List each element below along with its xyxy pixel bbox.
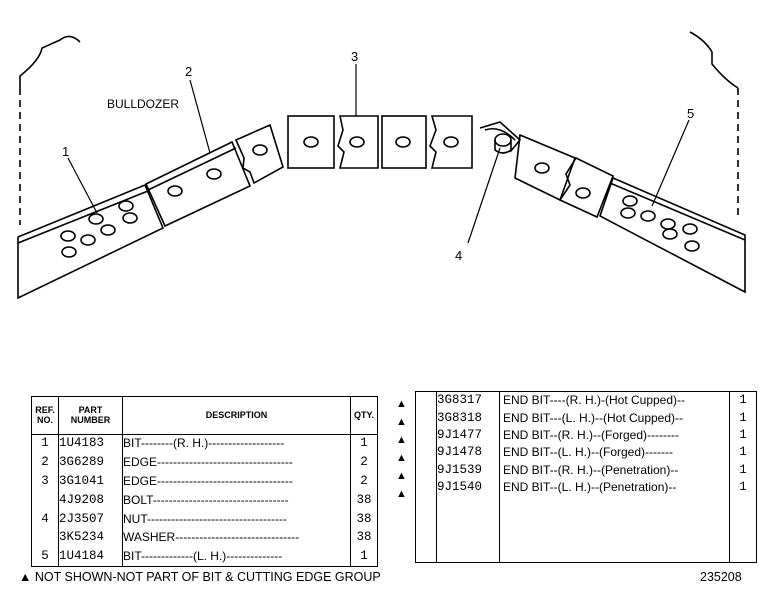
blade-outline-right	[689, 31, 739, 89]
not-shown-marker-icon: ▲	[396, 488, 407, 500]
table-row: 3K5234 WASHER---------------------------…	[31, 528, 378, 548]
optional-parts-table: 3G8317 END BIT----(R. H.)-(Hot Cupped)--…	[415, 391, 757, 563]
description: EDGE----------------------------------	[122, 453, 351, 473]
table-row: 3G8318 END BIT---(L. H.)--(Hot Cupped)--…	[415, 409, 757, 427]
quantity: 38	[356, 530, 372, 545]
quantity: 1	[739, 479, 747, 494]
callout-1: 1	[62, 144, 69, 159]
part-number: 3G8317	[436, 391, 500, 410]
quantity: 38	[356, 511, 372, 526]
description: BIT-------------(L. H.)--------------	[122, 547, 351, 567]
quantity: 1	[739, 427, 747, 442]
not-shown-marker-icon: ▲	[19, 570, 32, 584]
footnote-text: NOT SHOWN-NOT PART OF BIT & CUTTING EDGE…	[34, 570, 381, 584]
ref-no: 4	[31, 509, 59, 529]
ref-no: 1	[31, 434, 59, 454]
callout-3: 3	[351, 49, 358, 64]
table-row: 4 2J3507 NUT----------------------------…	[31, 509, 378, 529]
quantity: 2	[360, 473, 368, 488]
header-description: DESCRIPTION	[122, 396, 351, 435]
description: BIT--------(R. H.)-------------------	[122, 434, 351, 454]
header-qty: QTY.	[350, 396, 378, 435]
cutting-edge-right	[514, 133, 615, 219]
not-shown-marker-icon: ▲	[396, 470, 407, 482]
exploded-parts-diagram: BULLDOZER 1 2 3 4 5	[17, 31, 746, 300]
part-number: 4J9208	[58, 490, 123, 510]
quantity: 1	[739, 410, 747, 425]
table-row: 2 3G6289 EDGE---------------------------…	[31, 453, 378, 473]
not-shown-marker-icon: ▲	[396, 434, 407, 446]
not-shown-marker-icon: ▲	[396, 452, 407, 464]
not-shown-marker-icon: ▲	[396, 398, 407, 410]
part-number: 3G8318	[436, 409, 500, 427]
ref-no: 3	[31, 472, 59, 491]
description: END BIT--(L. H.)--(Forged)-------	[499, 444, 730, 462]
table-row: 3 3G1041 EDGE---------------------------…	[31, 472, 378, 491]
ref-no: 5	[31, 547, 59, 567]
table-row: 9J1478 END BIT--(L. H.)--(Forged)-------…	[415, 444, 757, 462]
table-row: 1 1U4183 BIT--------(R. H.)-------------…	[31, 434, 378, 454]
part-number: 9J1478	[436, 444, 500, 462]
callout-5: 5	[687, 106, 694, 121]
callout-4: 4	[455, 248, 462, 263]
ref-no	[31, 490, 59, 510]
table-row: 5 1U4184 BIT-------------(L. H.)--------…	[31, 547, 378, 567]
description: BOLT----------------------------------	[122, 490, 351, 510]
table-row: 9J1540 END BIT--(L. H.)--(Penetration)--…	[415, 478, 757, 497]
quantity: 1	[739, 393, 747, 408]
ref-no: 2	[31, 453, 59, 473]
bolt-nut-washer	[479, 121, 522, 154]
part-number: 2J3507	[58, 509, 123, 529]
table-header: REF. NO. PART NUMBER DESCRIPTION QTY.	[31, 396, 378, 435]
description: END BIT--(R. H.)--(Forged)--------	[499, 426, 730, 445]
footnote: ▲ NOT SHOWN-NOT PART OF BIT & CUTTING ED…	[19, 570, 381, 584]
part-number: 9J1540	[436, 478, 500, 497]
parts-list-table: REF. NO. PART NUMBER DESCRIPTION QTY. 1 …	[31, 396, 378, 567]
part-number: 9J1477	[436, 426, 500, 445]
quantity: 1	[360, 436, 368, 451]
quantity: 1	[360, 549, 368, 564]
end-bit-right	[599, 176, 746, 294]
quantity: 2	[360, 455, 368, 470]
table-row: 9J1539 END BIT--(R. H.)--(Penetration)--…	[415, 461, 757, 479]
cutting-edge-left	[144, 123, 284, 228]
header-ref-no: REF. NO.	[31, 396, 59, 435]
end-bit-left	[17, 183, 165, 300]
ref-no	[31, 528, 59, 548]
cutting-edge-center	[287, 115, 473, 169]
diagram-title: BULLDOZER	[107, 97, 179, 111]
part-number: 3G6289	[58, 453, 123, 473]
table-row: 3G8317 END BIT----(R. H.)-(Hot Cupped)--…	[415, 391, 757, 410]
part-number: 1U4184	[58, 547, 123, 567]
description: EDGE----------------------------------	[122, 472, 351, 491]
description: WASHER-------------------------------	[122, 528, 351, 548]
header-part-number: PART NUMBER	[58, 396, 123, 435]
table-row: 9J1477 END BIT--(R. H.)--(Forged)-------…	[415, 426, 757, 445]
description: END BIT--(R. H.)--(Penetration)--	[499, 461, 730, 479]
blade-outline-left	[19, 35, 81, 88]
part-number: 3K5234	[58, 528, 123, 548]
quantity: 1	[739, 445, 747, 460]
quantity: 1	[739, 462, 747, 477]
not-shown-marker-icon: ▲	[396, 416, 407, 428]
catalog-number: 235208	[700, 570, 742, 584]
part-number: 9J1539	[436, 461, 500, 479]
part-number: 1U4183	[58, 434, 123, 454]
description: END BIT----(R. H.)-(Hot Cupped)--	[499, 391, 730, 410]
description: END BIT--(L. H.)--(Penetration)--	[499, 478, 730, 497]
part-number: 3G1041	[58, 472, 123, 491]
quantity: 38	[356, 492, 372, 507]
callout-2: 2	[185, 64, 192, 79]
description: NUT-----------------------------------	[122, 509, 351, 529]
table-row: 4J9208 BOLT-----------------------------…	[31, 490, 378, 510]
description: END BIT---(L. H.)--(Hot Cupped)--	[499, 409, 730, 427]
